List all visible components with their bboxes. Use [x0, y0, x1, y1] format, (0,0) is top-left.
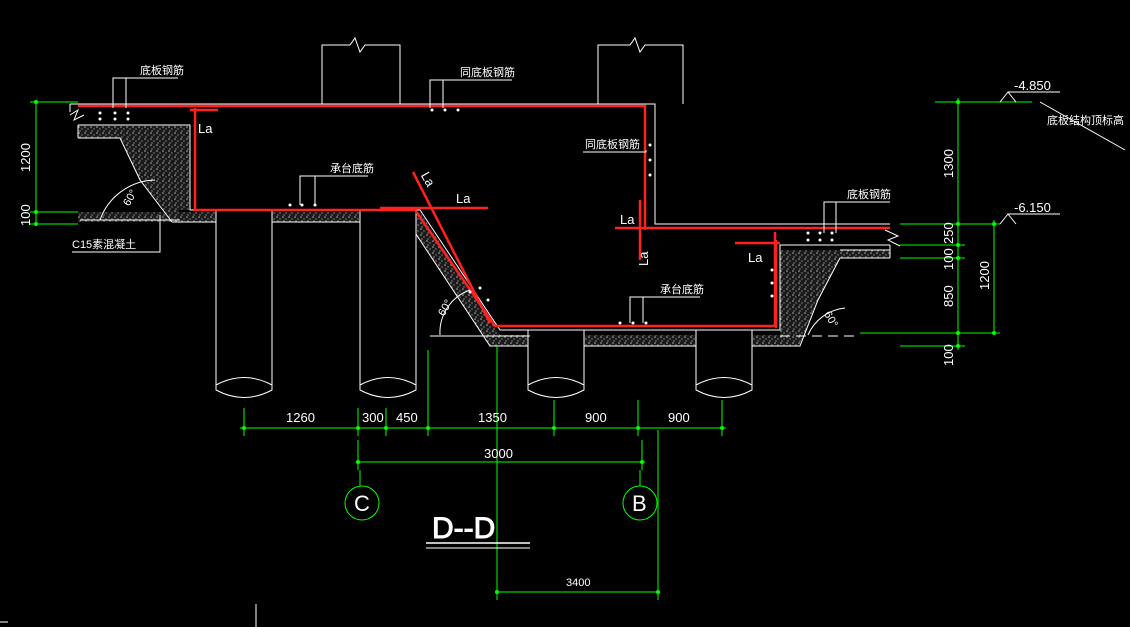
label-same-slab-rebar-side: 同底板钢筋: [585, 137, 640, 151]
dim-right-250: 250: [941, 222, 956, 244]
pile-3: [527, 329, 585, 398]
label-concrete: C15素混凝土: [72, 237, 136, 251]
dim-1260: 1260: [286, 410, 315, 425]
rebar: [78, 104, 890, 328]
label-cap-rebar-left: 承台底筋: [330, 161, 374, 175]
dim-450: 450: [396, 410, 418, 425]
label-slab-rebar-left: 底板钢筋: [140, 63, 184, 77]
svg-text:C: C: [354, 491, 370, 516]
pile-4: [695, 329, 753, 398]
svg-text:D--D: D--D: [432, 512, 495, 545]
la-5: La: [636, 251, 651, 266]
dim-300: 300: [362, 410, 384, 425]
dim-right-1300: 1300: [941, 149, 956, 178]
la-3: La: [456, 191, 471, 206]
dim-right-outer-1200: 1200: [977, 261, 992, 290]
label-slab-top-elevation: 底板结构顶标高: [1047, 113, 1124, 127]
dim-right-100b: 100: [941, 344, 956, 366]
dim-left-100: 100: [18, 204, 33, 226]
grid-axis-c: C: [344, 485, 380, 521]
angle-arcs: [80, 179, 860, 337]
leader-lines: [72, 77, 890, 323]
pile-2: [359, 209, 417, 398]
right-vertical-dims: 1300 250 100 850 100 1200: [860, 98, 1032, 366]
section-title: D--D: [426, 512, 530, 549]
left-vertical-dims: 1200 100: [18, 100, 78, 226]
label-same-slab-rebar-top: 同底板钢筋: [460, 65, 515, 79]
dim-1350: 1350: [478, 410, 507, 425]
cursor-crosshair: [0, 604, 257, 627]
la-4: La: [620, 212, 635, 227]
dim-3400: 3400: [566, 577, 590, 589]
dim-900a: 900: [585, 410, 607, 425]
angle-1: 60°: [121, 188, 140, 208]
la-1: La: [198, 121, 213, 136]
elevation-markers: -4.850 -6.150: [999, 78, 1126, 225]
horizontal-dims: 1260 300 450 1350 900 900 3000 3400: [240, 346, 726, 600]
pile-1: [215, 209, 273, 398]
grid-axis-b: B: [622, 485, 658, 521]
elevation-bottom: -6.150: [1014, 200, 1051, 215]
dim-right-850: 850: [941, 285, 956, 307]
dim-right-100a: 100: [941, 248, 956, 270]
dim-left-1200: 1200: [18, 143, 33, 172]
rebar-dots: [98, 108, 834, 325]
label-slab-rebar-right: 底板钢筋: [847, 187, 891, 201]
piles: [215, 209, 753, 398]
label-cap-rebar-right: 承台底筋: [660, 282, 704, 296]
dim-900b: 900: [668, 410, 690, 425]
c15-concrete-layer: [78, 125, 890, 346]
dim-3000: 3000: [484, 446, 513, 461]
elevation-top: -4.850: [1014, 78, 1051, 93]
svg-text:B: B: [632, 491, 647, 516]
la-6: La: [748, 250, 763, 265]
